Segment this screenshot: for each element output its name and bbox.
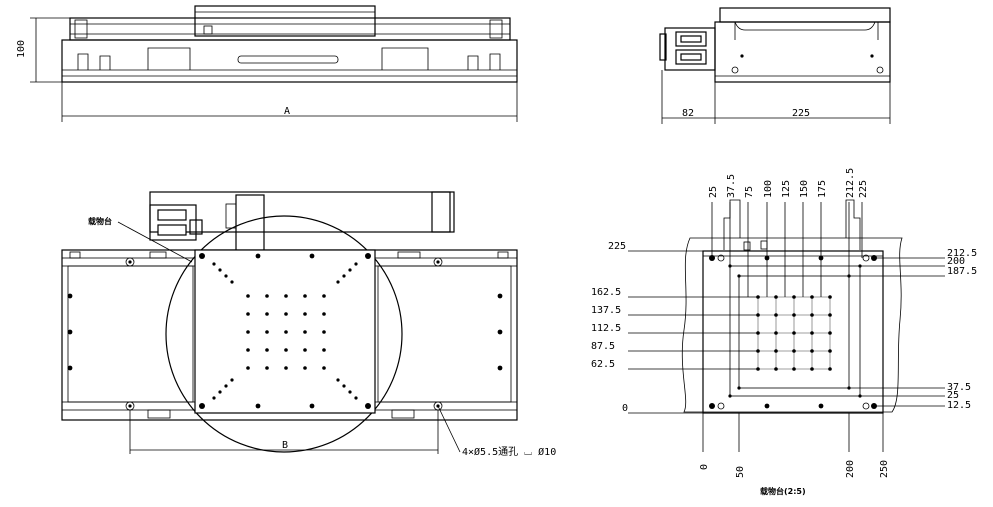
detail-top-dim-label: 100: [763, 180, 774, 198]
detail-left-dim-label: 162.5: [591, 287, 621, 298]
detail-top-dim-label: 37.5: [726, 174, 737, 198]
detail-left-dim-label: 137.5: [591, 305, 621, 316]
detail-top-dim-label: 212.5: [845, 168, 856, 198]
stage-grid-hole: [265, 330, 269, 334]
dim-b-label: B: [282, 440, 288, 451]
stage-grid-hole: [265, 366, 269, 370]
stage-hole-grid: [246, 294, 326, 370]
detail-left-dim-label: 112.5: [591, 323, 621, 334]
detail-right-dim-label: 200: [947, 256, 965, 267]
detail-top-dim-label: 75: [744, 186, 755, 198]
stage-grid-hole: [322, 294, 326, 298]
stage-grid-hole: [303, 294, 307, 298]
stage-grid-hole: [265, 348, 269, 352]
detail-left-dim-label: 0: [622, 403, 628, 414]
detail-bottom-dim-label: 50: [735, 466, 746, 478]
stage-grid-hole: [322, 330, 326, 334]
detail-right-dim-label: 212.5: [947, 248, 977, 259]
stage-grid-hole: [303, 330, 307, 334]
stage-leader-label: 载物台: [88, 216, 112, 226]
stage-grid-hole: [284, 312, 288, 316]
stage-grid-hole: [246, 294, 250, 298]
detail-right-dim-label: 25: [947, 390, 959, 401]
detail-bottom-dim-label: 250: [879, 460, 890, 478]
top-view: 载物台 B 4×Ø5.5通孔 ⌴ Ø10: [61, 191, 556, 458]
stage-grid-hole: [246, 312, 250, 316]
detail-bottom-dim-label: 200: [845, 460, 856, 478]
detail-right-dim-label: 37.5: [947, 382, 971, 393]
detail-right-dim-label: 12.5: [947, 400, 971, 411]
stage-grid-hole: [246, 366, 250, 370]
hole-note-label: 4×Ø5.5通孔 ⌴ Ø10: [462, 446, 556, 458]
detail-hole-grid: [756, 295, 832, 371]
detail-bottom-dim-label: 0: [699, 464, 710, 470]
detail-left-dim-label: 87.5: [591, 341, 615, 352]
stage-grid-hole: [303, 312, 307, 316]
stage-grid-hole: [303, 366, 307, 370]
dim-length-label: A: [284, 106, 290, 117]
detail-caption: 载物台(2:5): [760, 486, 806, 496]
dim-side-225-label: 225: [792, 108, 810, 119]
detail-top-dim-label: 25: [708, 186, 719, 198]
stage-grid-hole: [265, 294, 269, 298]
stage-grid-hole: [246, 348, 250, 352]
detail-top-dim-label: 150: [799, 180, 810, 198]
dim-height-label: 100: [16, 40, 27, 58]
stage-grid-hole: [322, 366, 326, 370]
detail-right-dim-label: 187.5: [947, 266, 977, 277]
detail-top-dim-label: 125: [781, 180, 792, 198]
detail-left-dim-label: 225: [608, 241, 626, 252]
side-view: 82 225: [659, 7, 891, 124]
stage-grid-hole: [284, 294, 288, 298]
stage-grid-hole: [322, 312, 326, 316]
stage-grid-hole: [322, 348, 326, 352]
stage-grid-hole: [246, 330, 250, 334]
dim-side-82-label: 82: [682, 108, 694, 119]
detail-top-dim-label: 175: [817, 180, 828, 198]
stage-grid-hole: [284, 330, 288, 334]
stage-grid-hole: [284, 366, 288, 370]
stage-grid-hole: [265, 312, 269, 316]
front-view: 100 A: [16, 5, 518, 122]
stage-grid-hole: [284, 348, 288, 352]
detail-left-dim-label: 62.5: [591, 359, 615, 370]
detail-top-dim-label: 225: [858, 180, 869, 198]
diagonal-hole-pattern: [212, 262, 358, 400]
stage-grid-hole: [303, 348, 307, 352]
